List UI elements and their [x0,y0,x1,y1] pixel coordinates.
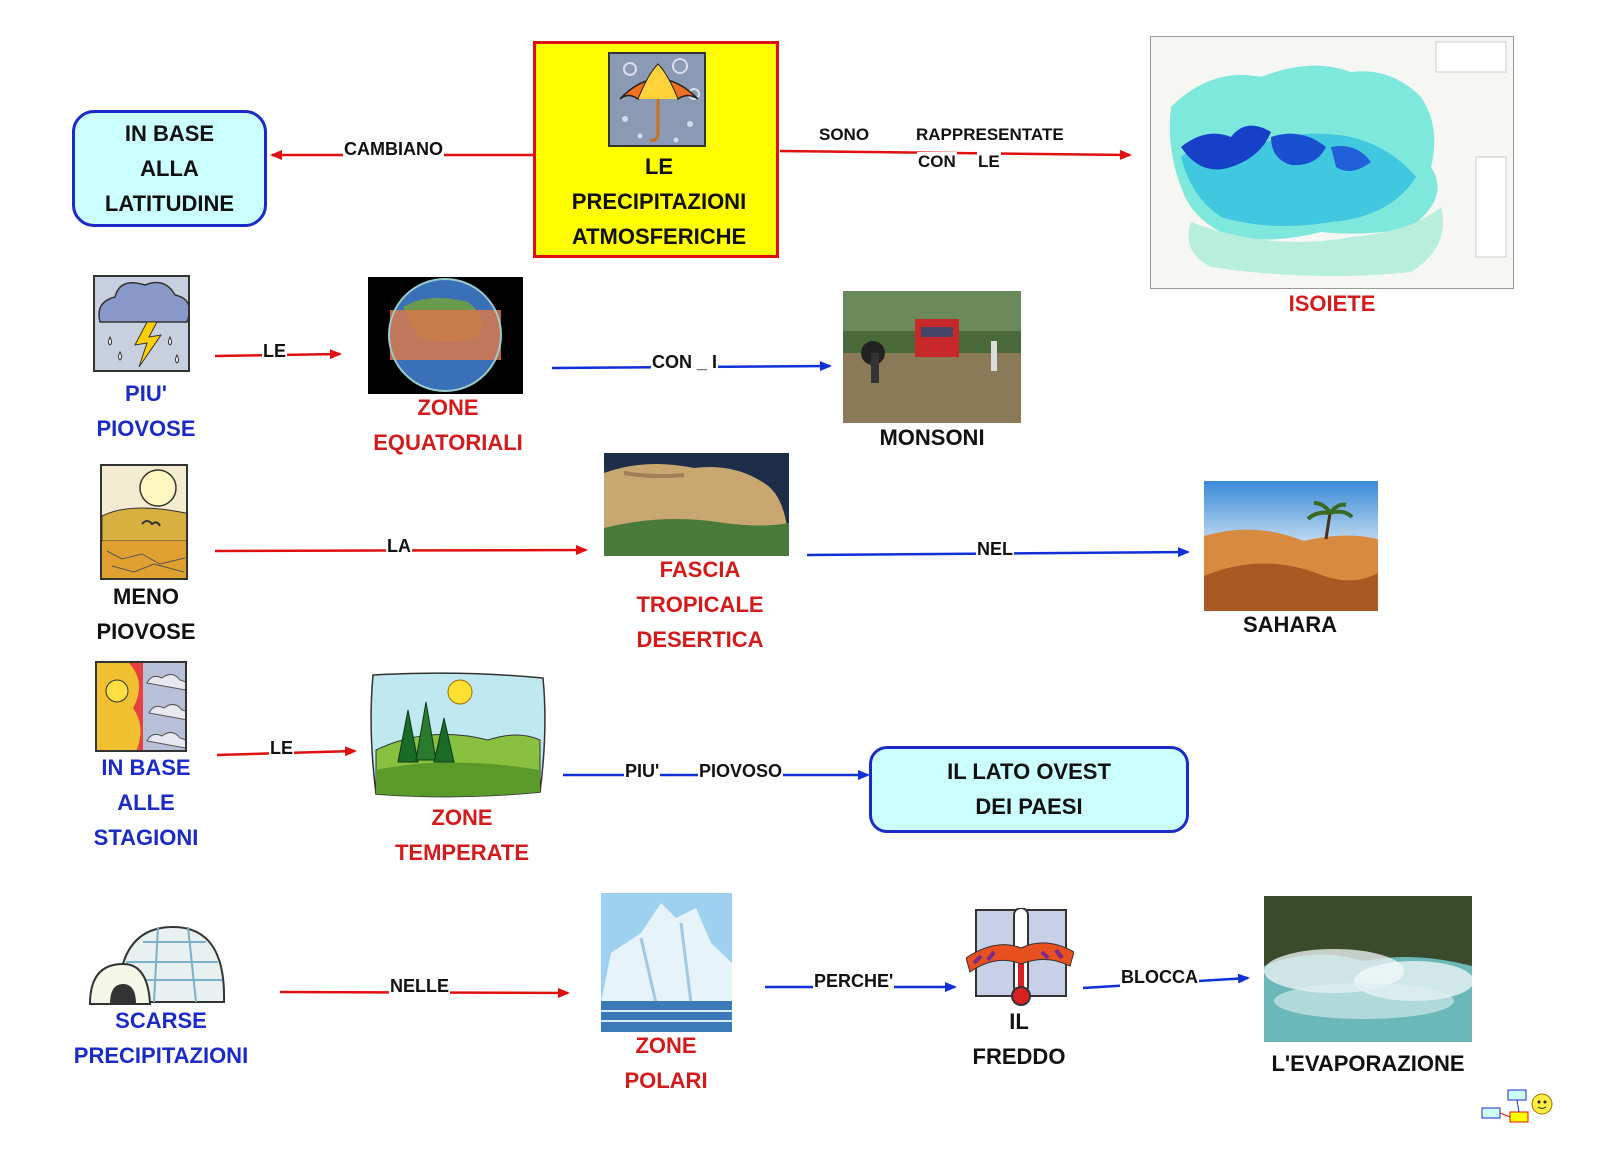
lato-ovest-box: IL LATO OVEST DEI PAESI [869,746,1189,833]
edge-label-le1: LE [262,341,288,361]
thermometer-scarf-icon [966,908,1074,1006]
il-freddo-label: IL FREDDO [972,1009,1066,1069]
zone-temperate-label: ZONE TEMPERATE [394,805,530,865]
edge-label-rappresentate: RAPPRESENTATE [915,125,1065,145]
fascia-tropicale-label: FASCIA TROPICALE DESERTICA [636,557,764,652]
edge-label-le2: LE [269,738,295,758]
edge-label-la: LA [386,536,412,556]
sahara-dunes-photo [1204,481,1378,611]
monsoon-flood-photo [843,291,1021,423]
edge-label-perche: PERCHE' [813,971,895,991]
monsoni-label: MONSONI [879,425,985,450]
edge-label-nelle: NELLE [389,976,451,996]
edge-label-cambiano: CAMBIANO [343,139,444,159]
lato-ovest-label: IL LATO OVEST DEI PAESI [947,759,1111,819]
africa-satellite-image [604,453,789,556]
iceberg-photo [601,893,732,1032]
steam-water-photo [1264,896,1472,1042]
globe-equator-image [368,277,523,394]
temperate-landscape-image [368,670,548,800]
edge-label-nel: NEL [976,539,1014,559]
zone-polari-label: ZONE POLARI [624,1033,708,1093]
desert-sun-icon [100,464,188,580]
sun-cloud-season-icon [95,661,187,752]
scarse-precipitazioni-label: SCARSE PRECIPITAZIONI [73,1008,249,1068]
latitudine-label: IN BASE ALLA LATITUDINE [104,121,235,216]
edge-label-piovoso: PIOVOSO [698,761,784,781]
evaporazione-label: L'EVAPORAZIONE [1271,1051,1465,1076]
isoiete-map-image [1150,36,1514,289]
igloo-icon [88,922,226,1006]
edge-label-piu: PIU' [624,761,661,781]
isoiete-label: ISOIETE [1288,291,1376,316]
zone-equatoriali-label: ZONE EQUATORIALI [373,395,523,455]
meno-piovose-label: MENO PIOVOSE [96,584,196,644]
concept-map-logo-icon [1478,1082,1554,1132]
edge-label-sono: SONO [818,125,871,145]
latitudine-box: IN BASE ALLA LATITUDINE [72,110,267,227]
sahara-label: SAHARA [1242,612,1338,637]
edge-label-con: CON [917,152,957,172]
edge-label-blocca: BLOCCA [1120,967,1199,987]
piu-piovose-label: PIU' PIOVOSE [96,381,196,441]
edge-label-le-map: LE [977,152,1001,172]
in-base-stagioni-label: IN BASE ALLE STAGIONI [93,755,199,850]
center-node: LE PRECIPITAZIONI ATMOSFERICHE [533,41,779,258]
center-label: LE PRECIPITAZIONI ATMOSFERICHE [571,154,747,249]
umbrella-icon [608,52,706,147]
edge-label-con-i: CON _ I [651,352,719,372]
storm-cloud-icon [93,275,190,372]
